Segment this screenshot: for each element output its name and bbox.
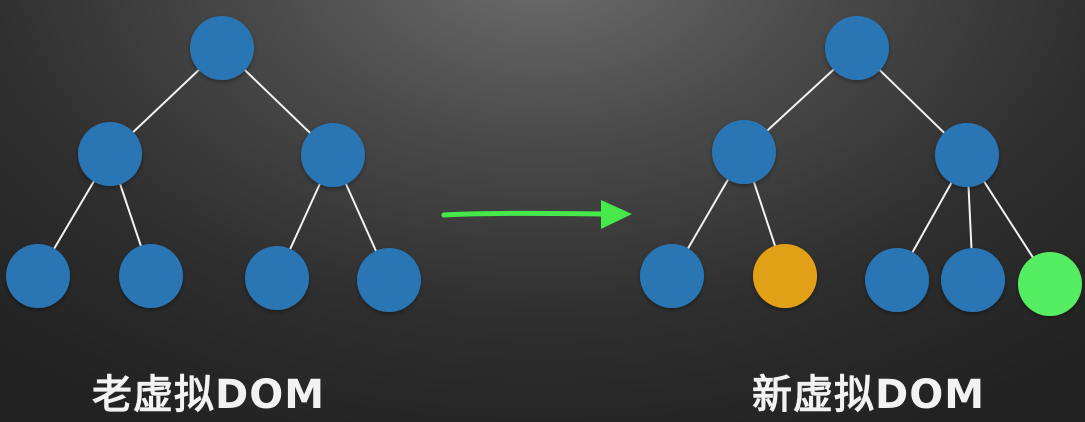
tree-node-changed-n-lr [753,244,817,308]
tree-node-n-right [935,123,999,187]
new-tree-caption: 新虚拟DOM [752,372,986,418]
tree-node-added-n-rr [1018,252,1082,316]
tree-node-o-root [190,16,254,80]
old-virtual-dom-tree [6,16,421,312]
tree-node-n-rm [941,248,1005,312]
arrow-head [601,200,632,229]
tree-node-n-root [825,16,889,80]
tree-node-n-left [712,120,776,184]
tree-node-n-ll [640,244,704,308]
transition-arrow [441,200,632,229]
tree-node-o-lr [119,244,183,308]
tree-node-o-ll [6,244,70,308]
tree-node-o-right [301,123,365,187]
tree-node-o-rl [245,246,309,310]
arrow-shaft [441,210,606,218]
tree-node-o-rr [357,248,421,312]
old-tree-caption: 老虚拟DOM [92,372,326,418]
tree-node-o-left [78,122,142,186]
new-virtual-dom-tree [640,16,1082,316]
tree-node-n-rl [865,248,929,312]
